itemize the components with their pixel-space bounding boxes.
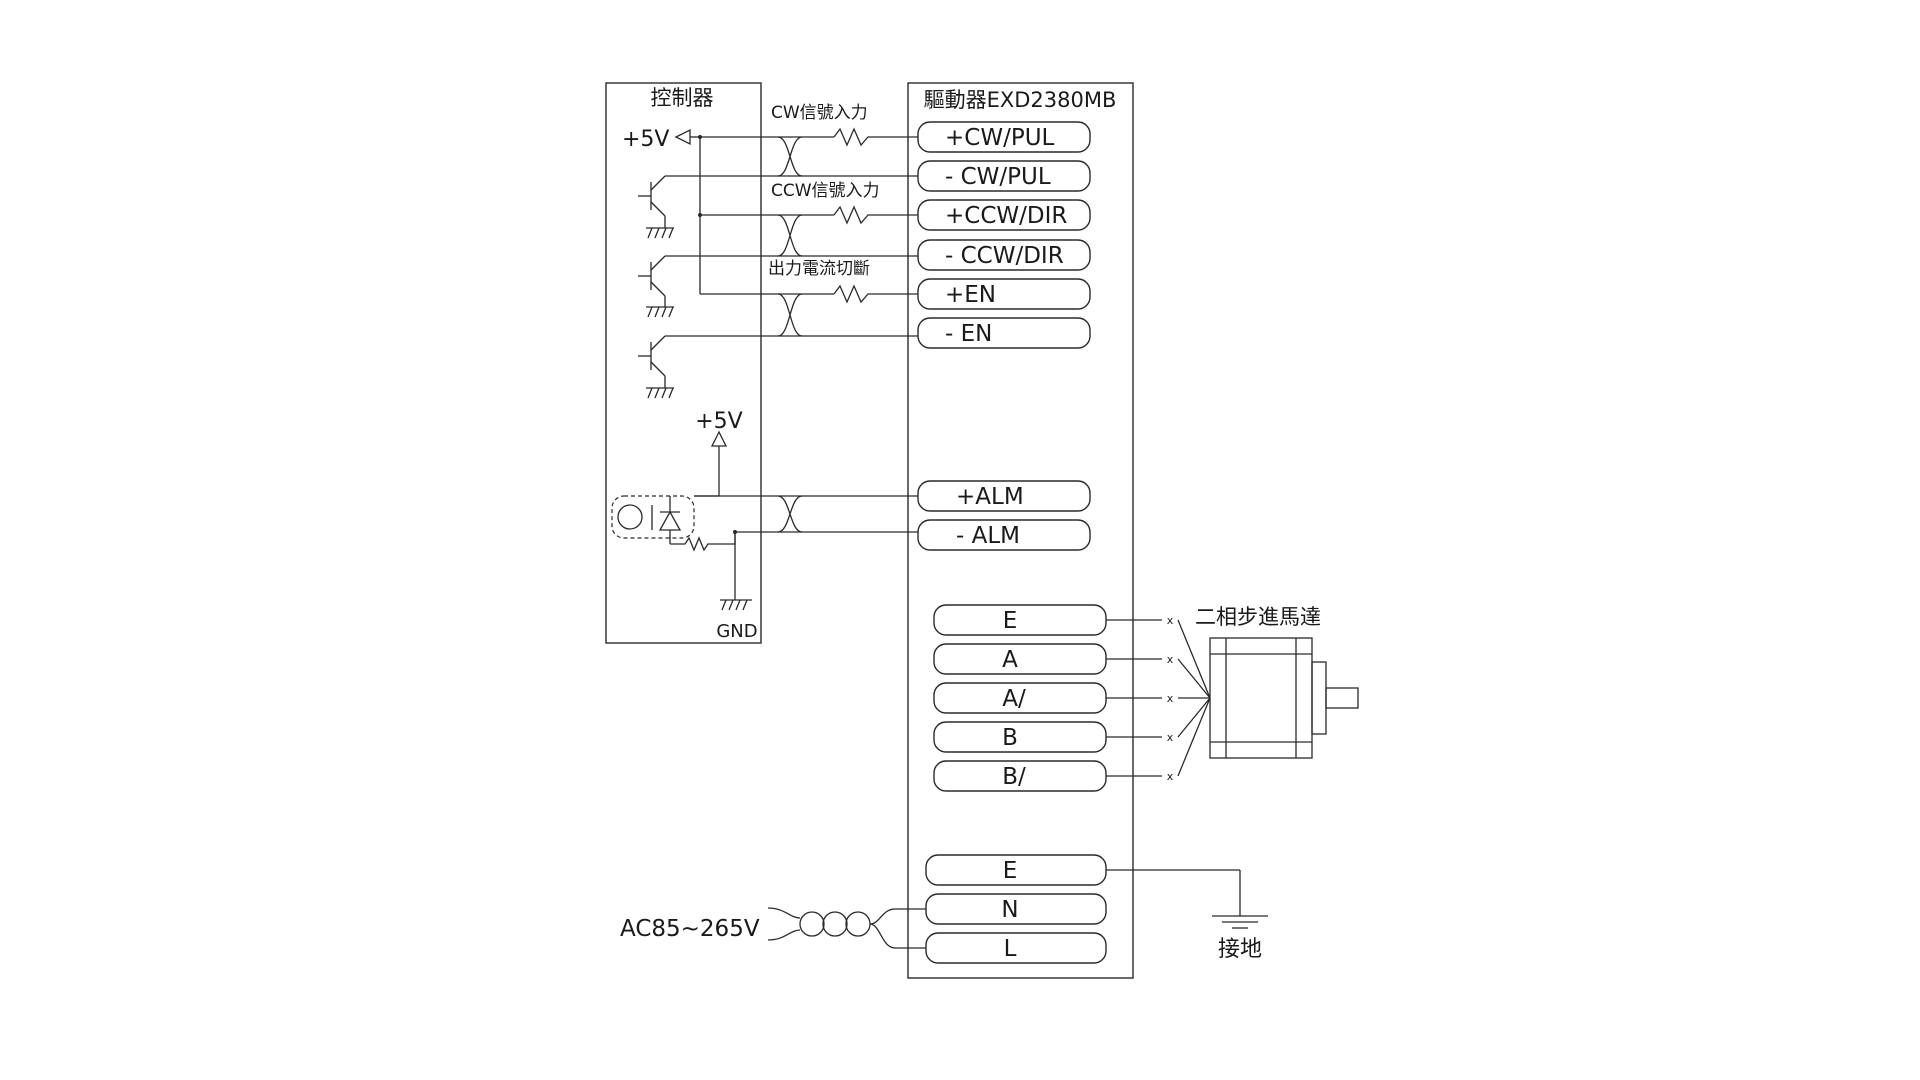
controller-title: 控制器 [651, 86, 714, 110]
terminal-label: - CW/PUL [945, 164, 1051, 190]
terminal-label: N [1001, 897, 1018, 923]
terminal-motor-e[interactable] [933, 604, 1107, 636]
motor-wire-mark: x [1167, 653, 1174, 666]
alarm-terminals: +ALM - ALM [917, 480, 1091, 551]
controller-gnd: GND [716, 621, 757, 642]
terminal-plus-cw[interactable] [917, 121, 1091, 153]
terminal-label: - EN [945, 321, 992, 347]
terminal-label: A/ [1002, 686, 1026, 712]
terminal-label: +CW/PUL [945, 125, 1055, 151]
terminal-minus-ccw[interactable] [917, 239, 1091, 271]
terminal-plus-alm[interactable] [917, 480, 1091, 512]
terminal-label: B [1002, 725, 1018, 751]
optocoupler-icon [611, 495, 695, 539]
terminal-label: A [1002, 647, 1018, 673]
motor-wire-mark: x [1167, 731, 1174, 744]
terminal-plus-ccw[interactable] [917, 199, 1091, 231]
alarm-resistor-icon [670, 532, 736, 552]
transistor-3-icon [638, 335, 674, 399]
terminal-label: L [1004, 936, 1017, 962]
motor-wire-mark: x [1167, 614, 1174, 627]
terminal-motor-a[interactable] [933, 643, 1107, 675]
cw-signal-label: CW信號入力 [771, 103, 868, 123]
control-wiring [665, 127, 918, 533]
ground-label: 接地 [1218, 937, 1262, 962]
control-terminals: +CW/PUL - CW/PUL +CCW/DIR - CCW/DIR +EN … [917, 121, 1091, 349]
terminal-label: +CCW/DIR [945, 203, 1067, 229]
terminal-minus-en[interactable] [917, 317, 1091, 349]
ccw-signal-label: CCW信號入力 [771, 181, 880, 201]
motor-wire-mark: x [1167, 692, 1174, 705]
transistor-1-icon [638, 175, 674, 239]
motor-wire-mark: x [1167, 770, 1174, 783]
terminal-label: - CCW/DIR [945, 243, 1064, 269]
driver-title: 驅動器EXD2380MB [924, 88, 1117, 112]
terminal-motor-b[interactable] [933, 721, 1107, 753]
motor-terminals: E A A/ B B/ [933, 604, 1107, 792]
terminal-label: E [1003, 858, 1018, 884]
controller-plus5v-top: +5V [622, 127, 669, 152]
power-terminals: E N L [925, 854, 1107, 964]
motor-wiring: x x x x x [1106, 614, 1211, 783]
transistor-2-icon [638, 255, 674, 318]
controller-box [605, 82, 762, 644]
terminal-label: +EN [945, 282, 996, 308]
terminal-plus-en[interactable] [917, 278, 1091, 310]
ground-wiring [1106, 869, 1268, 929]
terminal-label: - ALM [956, 523, 1020, 549]
stepper-motor-icon [1209, 637, 1359, 759]
ac-supply-wiring [767, 907, 926, 949]
terminal-label: +ALM [956, 484, 1024, 510]
terminal-minus-cw[interactable] [917, 160, 1091, 192]
power-supply-label: AC85~265V [620, 916, 760, 942]
motor-label: 二相步進馬達 [1195, 605, 1321, 629]
terminal-label: E [1003, 608, 1018, 634]
terminal-label: B/ [1002, 764, 1026, 790]
en-signal-label: 出力電流切斷 [768, 259, 870, 279]
terminal-minus-alm[interactable] [917, 519, 1091, 551]
controller-plus5v-mid: +5V [695, 409, 742, 434]
